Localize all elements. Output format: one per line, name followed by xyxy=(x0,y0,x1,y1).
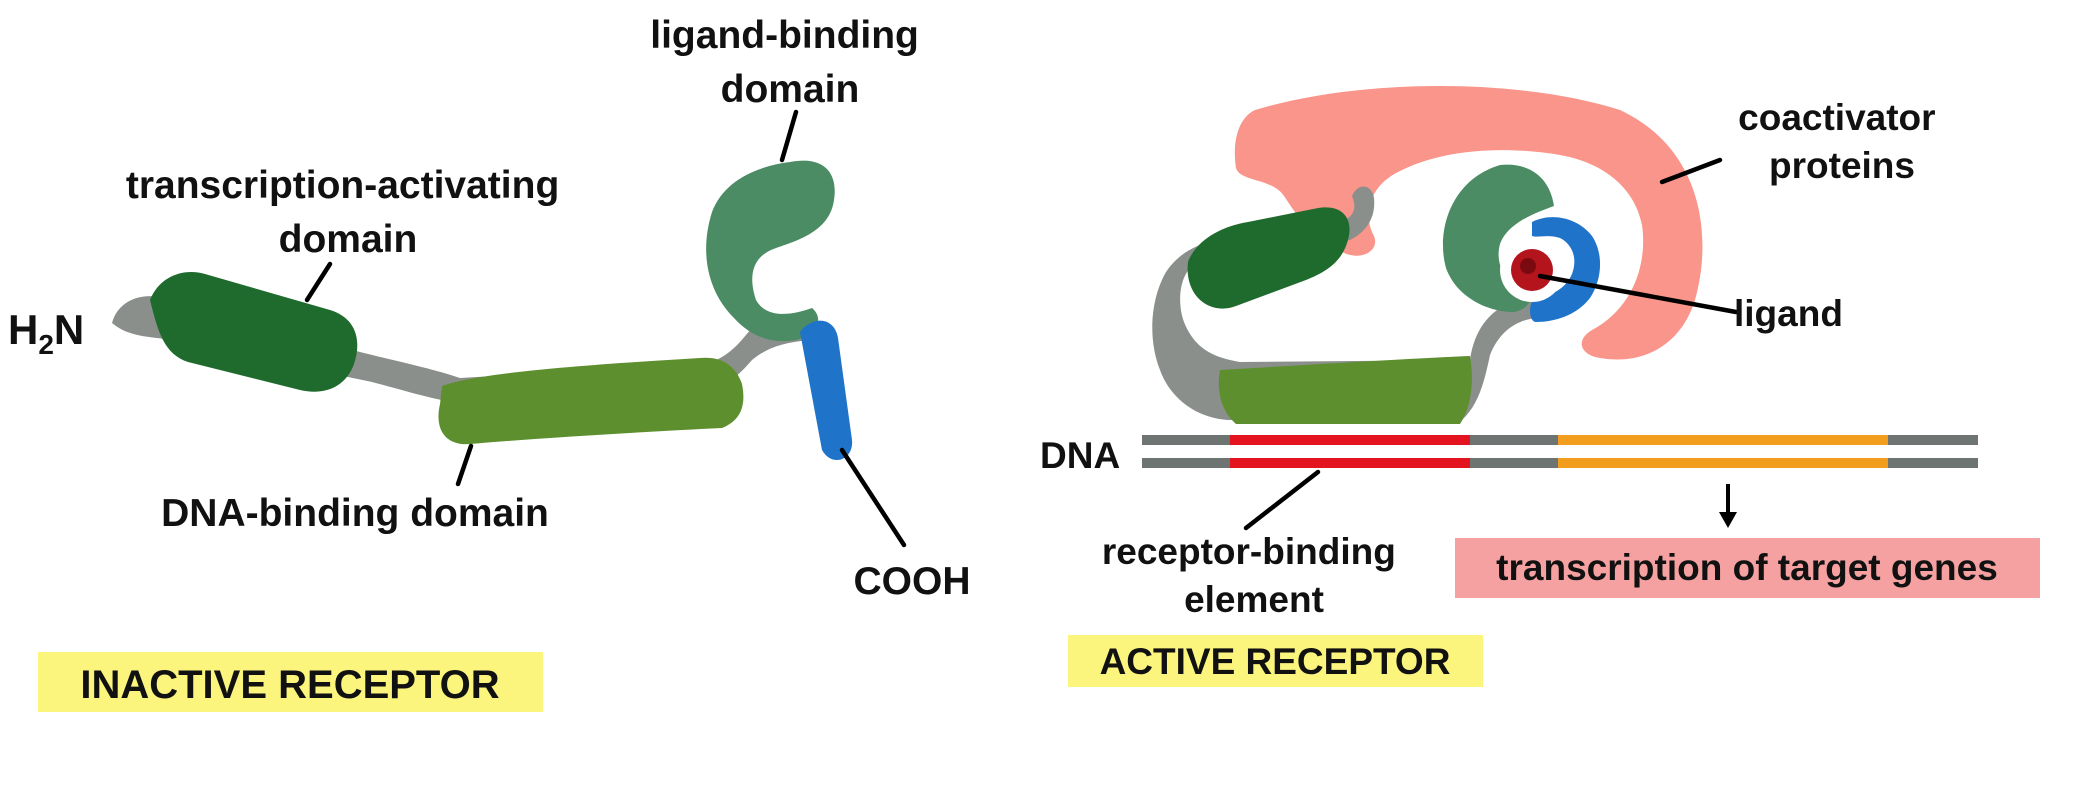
dna-strand-bottom-left xyxy=(1142,458,1230,468)
dna-strand-top-mid xyxy=(1470,435,1558,445)
dna-strand-top-right xyxy=(1888,435,1978,445)
inactive-activating-domain xyxy=(150,271,358,392)
receptor-binding-element-label: receptor-binding element xyxy=(1102,531,1406,620)
coactivator-proteins xyxy=(1234,86,1703,360)
inactive-state-label: INACTIVE RECEPTOR xyxy=(80,663,499,707)
dna-strand-bottom-mid xyxy=(1470,458,1558,468)
transcription-arrow-head xyxy=(1719,512,1737,528)
active-activating-domain xyxy=(1187,207,1350,309)
active-dna-binding-domain xyxy=(1218,356,1472,424)
leader-ligand-binding-domain xyxy=(779,109,799,163)
amino-terminus-label: H2N xyxy=(8,306,84,360)
activating-domain-label: transcription-activating domain xyxy=(126,164,570,261)
active-state-label: ACTIVE RECEPTOR xyxy=(1100,641,1451,682)
receptor-element-bottom xyxy=(1230,458,1470,468)
active-ligand-binding-domain xyxy=(1442,164,1554,312)
leader-dna-binding-domain xyxy=(455,443,474,487)
leader-coactivator-proteins xyxy=(1659,157,1723,185)
inactive-state-highlight xyxy=(38,652,543,712)
inactive-dna-binding-domain xyxy=(438,357,744,445)
dna-strand-bottom-right xyxy=(1888,458,1978,468)
receptor-element-top xyxy=(1230,435,1470,445)
ligand-label: ligand xyxy=(1734,293,1843,334)
transcription-box xyxy=(1455,538,2040,598)
dna-double-strand xyxy=(1142,435,1978,468)
carboxy-terminus-label: COOH xyxy=(854,560,971,603)
leader-receptor-binding-element xyxy=(1243,469,1321,531)
ligand-binding-domain-label: ligand-binding domain xyxy=(650,14,929,111)
active-state-highlight xyxy=(1068,635,1483,687)
dna-strand-top-left xyxy=(1142,435,1230,445)
ligand-highlight xyxy=(1520,258,1536,274)
transcription-box-label: transcription of target genes xyxy=(1496,547,1998,588)
inactive-ligand-binding-domain xyxy=(706,160,835,342)
leader-ligand xyxy=(1537,273,1739,315)
target-gene-top xyxy=(1558,435,1888,445)
active-receptor: transcription of target genes coactivato… xyxy=(1040,86,2040,687)
leader-carboxy-terminus xyxy=(839,447,907,548)
leader-activating-domain xyxy=(304,261,333,303)
dna-binding-domain-label: DNA-binding domain xyxy=(161,492,549,535)
inactive-terminus-region xyxy=(800,320,853,461)
coactivator-proteins-label: coactivator proteins xyxy=(1738,97,1946,186)
target-gene-bottom xyxy=(1558,458,1888,468)
dna-label: DNA xyxy=(1040,435,1120,476)
inactive-receptor: H2N transcription-activating domain liga… xyxy=(8,14,971,712)
